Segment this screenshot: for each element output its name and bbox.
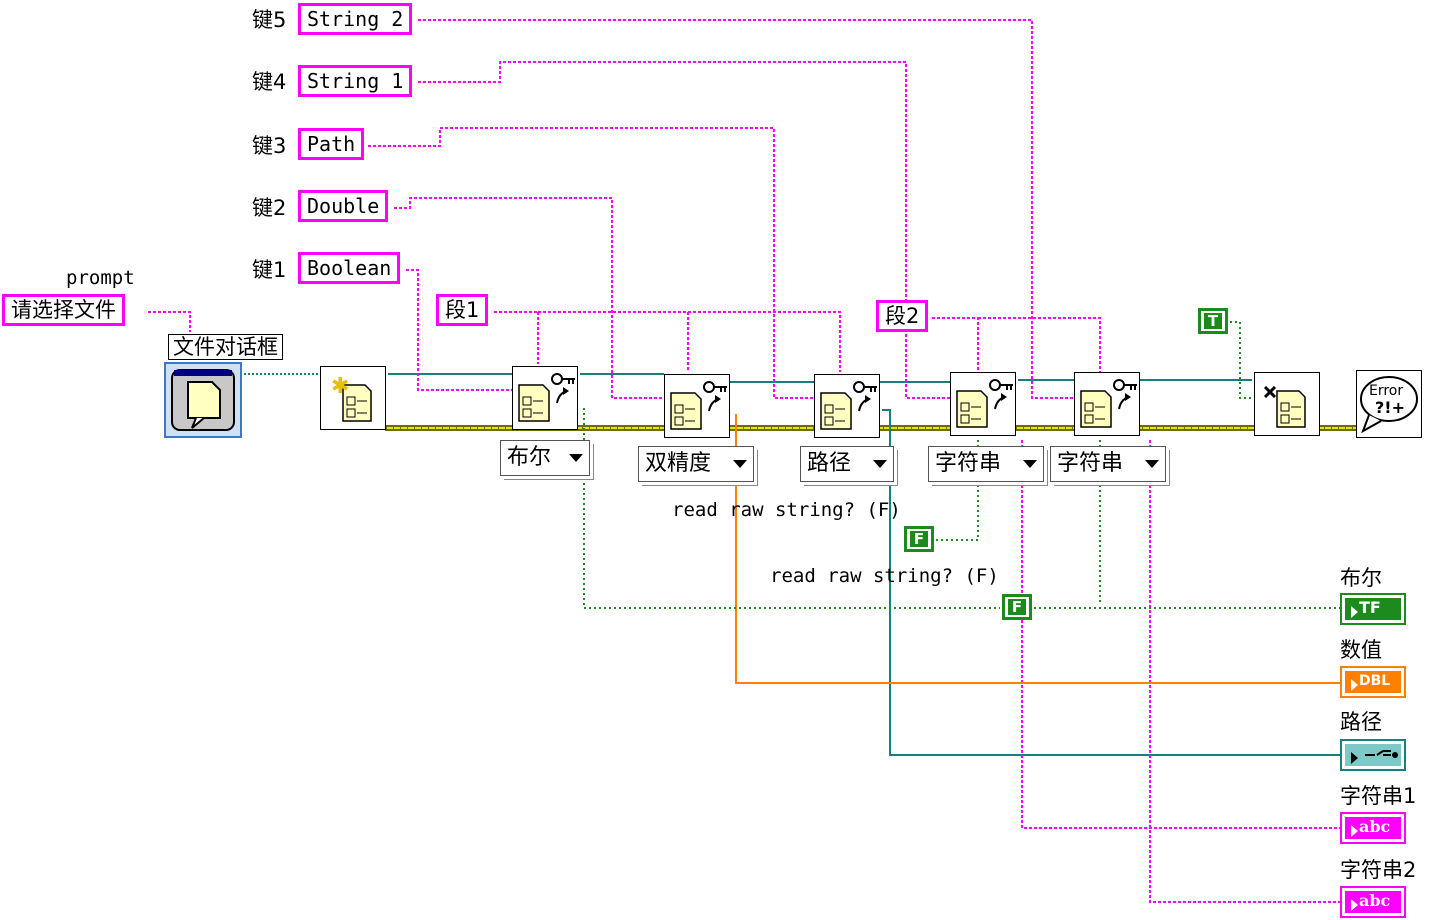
type-ring-path[interactable]: 路径 (800, 446, 894, 482)
indicator-numeric[interactable]: DBL (1340, 666, 1406, 698)
file-dialog-icon (171, 369, 235, 431)
indicator-numeric-label: 数值 (1340, 638, 1382, 662)
read-raw-string-label-2: read raw string? (F) (770, 565, 999, 587)
key1-string-constant[interactable]: Boolean (298, 252, 401, 284)
ring-label: 字符串 (935, 451, 1002, 476)
indicator-path-label: 路径 (1340, 710, 1382, 734)
open-config-icon: ✱ (331, 374, 372, 422)
ring-label: 路径 (807, 451, 852, 476)
chevron-down-icon (733, 460, 747, 468)
close-config-node[interactable] (1254, 372, 1320, 436)
key2-label: 键2 (252, 196, 287, 220)
read-key-icon (956, 379, 1013, 428)
prompt-label: prompt (66, 267, 135, 289)
indicator-string2-label: 字符串2 (1340, 858, 1417, 882)
ring-label: 双精度 (645, 451, 712, 476)
read-key-node-1[interactable] (512, 366, 578, 430)
error-handler-icon: Error ?!+ (1360, 376, 1418, 434)
chevron-down-icon (569, 454, 583, 462)
false-constant-2[interactable]: F (1002, 594, 1032, 620)
indicator-boolean-label: 布尔 (1340, 566, 1382, 590)
open-config-node[interactable]: ✱ (320, 366, 386, 430)
path-icon (1365, 750, 1398, 758)
error-handler-node[interactable]: Error ?!+ (1356, 370, 1422, 438)
read-key-icon (1080, 379, 1137, 428)
indicator-string2[interactable]: abc (1340, 886, 1406, 918)
read-key-node-2[interactable] (664, 374, 730, 438)
indicator-string1-label: 字符串1 (1340, 784, 1417, 808)
type-ring-string-1[interactable]: 字符串 (928, 446, 1044, 482)
chevron-down-icon (1145, 460, 1159, 468)
read-key-icon (518, 373, 575, 422)
section2-constant[interactable]: 段2 (876, 300, 929, 332)
false-constant-1[interactable]: F (904, 526, 934, 552)
key4-string-constant[interactable]: String 1 (298, 65, 413, 97)
ring-label: 布尔 (507, 445, 552, 470)
close-config-icon (1263, 385, 1306, 428)
indicator-path[interactable] (1340, 739, 1406, 771)
section1-constant[interactable]: 段1 (436, 294, 489, 326)
ring-label: 字符串 (1057, 451, 1124, 476)
indicator-string1[interactable]: abc (1340, 812, 1406, 844)
read-key-icon (820, 381, 877, 430)
file-dialog-node[interactable] (164, 362, 242, 438)
key2-string-constant[interactable]: Double (298, 190, 389, 222)
read-key-node-4[interactable] (950, 372, 1016, 436)
type-ring-double[interactable]: 双精度 (638, 446, 754, 482)
key5-label: 键5 (252, 8, 287, 32)
svg-text:Error: Error (1369, 383, 1403, 399)
key1-label: 键1 (252, 258, 287, 282)
indicator-boolean[interactable]: TF (1340, 593, 1406, 625)
svg-text:✱: ✱ (331, 374, 349, 399)
key3-label: 键3 (252, 134, 287, 158)
type-ring-boolean[interactable]: 布尔 (500, 440, 590, 476)
key3-string-constant[interactable]: Path (298, 128, 365, 160)
key4-label: 键4 (252, 70, 287, 94)
prompt-string-constant[interactable]: 请选择文件 (2, 294, 125, 326)
read-raw-string-label-1: read raw string? (F) (672, 499, 901, 521)
read-key-node-5[interactable] (1074, 372, 1140, 436)
true-constant[interactable]: T (1198, 308, 1228, 334)
svg-text:?!+: ?!+ (1375, 398, 1405, 417)
chevron-down-icon (1023, 460, 1037, 468)
read-key-node-3[interactable] (814, 374, 880, 438)
key5-string-constant[interactable]: String 2 (298, 3, 413, 35)
read-key-icon (670, 381, 727, 430)
type-ring-string-2[interactable]: 字符串 (1050, 446, 1166, 482)
chevron-down-icon (873, 460, 887, 468)
file-dialog-label: 文件对话框 (168, 334, 283, 360)
